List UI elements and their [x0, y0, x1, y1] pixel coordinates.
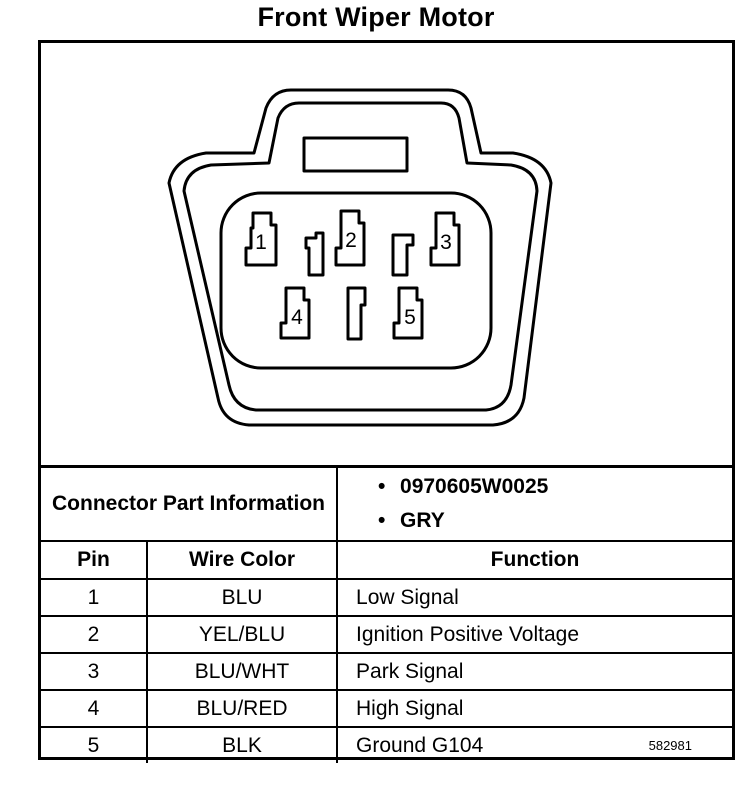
- function-cell: Ignition Positive Voltage: [336, 615, 732, 654]
- wire-color-cell: BLU/WHT: [145, 652, 339, 691]
- pin-1-terminal: [244, 211, 278, 267]
- pin-label-1: 1: [255, 231, 267, 254]
- wire-color-cell: BLK: [145, 726, 339, 763]
- wire-color-cell: BLU: [145, 578, 339, 617]
- connector-info-label: Connector Part Information: [41, 465, 339, 542]
- table-row: 1 BLU Low Signal: [41, 578, 732, 617]
- pin-cell: 2: [41, 615, 148, 654]
- table-row: 5 BLK Ground G104: [41, 726, 732, 763]
- pin-cell: 5: [41, 726, 148, 763]
- key-slot-left: [304, 231, 325, 277]
- pin-label-5: 5: [404, 306, 416, 329]
- pin-4-terminal: [279, 286, 311, 340]
- wire-color-cell: YEL/BLU: [145, 615, 339, 654]
- header-function: Function: [336, 540, 732, 580]
- pinout-table: Connector Part Information •0970605W0025…: [41, 465, 732, 763]
- pin-cell: 4: [41, 689, 148, 728]
- pin-label-4: 4: [291, 306, 303, 329]
- connector-outer-shell: [167, 88, 553, 427]
- pin-3-terminal: [429, 211, 461, 267]
- lock-tab-slot: [302, 136, 409, 173]
- table-row: 4 BLU/RED High Signal: [41, 689, 732, 728]
- function-cell: Park Signal: [336, 652, 732, 691]
- function-cell: Ground G104: [336, 726, 732, 763]
- pin-cell: 1: [41, 578, 148, 617]
- connector-info-values: •0970605W0025 •GRY: [336, 465, 732, 542]
- connector-color: •GRY: [378, 509, 445, 532]
- table-row: 2 YEL/BLU Ignition Positive Voltage: [41, 615, 732, 654]
- pin-label-2: 2: [345, 229, 357, 252]
- page-title: Front Wiper Motor: [257, 2, 495, 32]
- pin-2-terminal: [334, 209, 366, 267]
- pin-label-3: 3: [440, 231, 452, 254]
- connector-part-number: •0970605W0025: [378, 475, 549, 498]
- connector-diagram: 1 2 3 4 5: [167, 88, 553, 427]
- connector-inner-shell: [182, 101, 539, 412]
- pin-cell: 3: [41, 652, 148, 691]
- pin-cavity-face: [219, 191, 493, 370]
- table-row: 3 BLU/WHT Park Signal: [41, 652, 732, 691]
- header-wire-color: Wire Color: [145, 540, 339, 580]
- table-header-row: Pin Wire Color Function: [41, 540, 732, 580]
- key-slot-right: [391, 233, 415, 277]
- function-cell: High Signal: [336, 689, 732, 728]
- pin-5-terminal: [392, 286, 424, 340]
- key-slot-center: [346, 286, 367, 341]
- header-pin: Pin: [41, 540, 148, 580]
- function-cell: Low Signal: [336, 578, 732, 617]
- connector-frame: 1 2 3 4 5 582981 Connector Part Informat…: [38, 40, 735, 763]
- wire-color-cell: BLU/RED: [145, 689, 339, 728]
- connector-info-row: Connector Part Information •0970605W0025…: [41, 465, 732, 542]
